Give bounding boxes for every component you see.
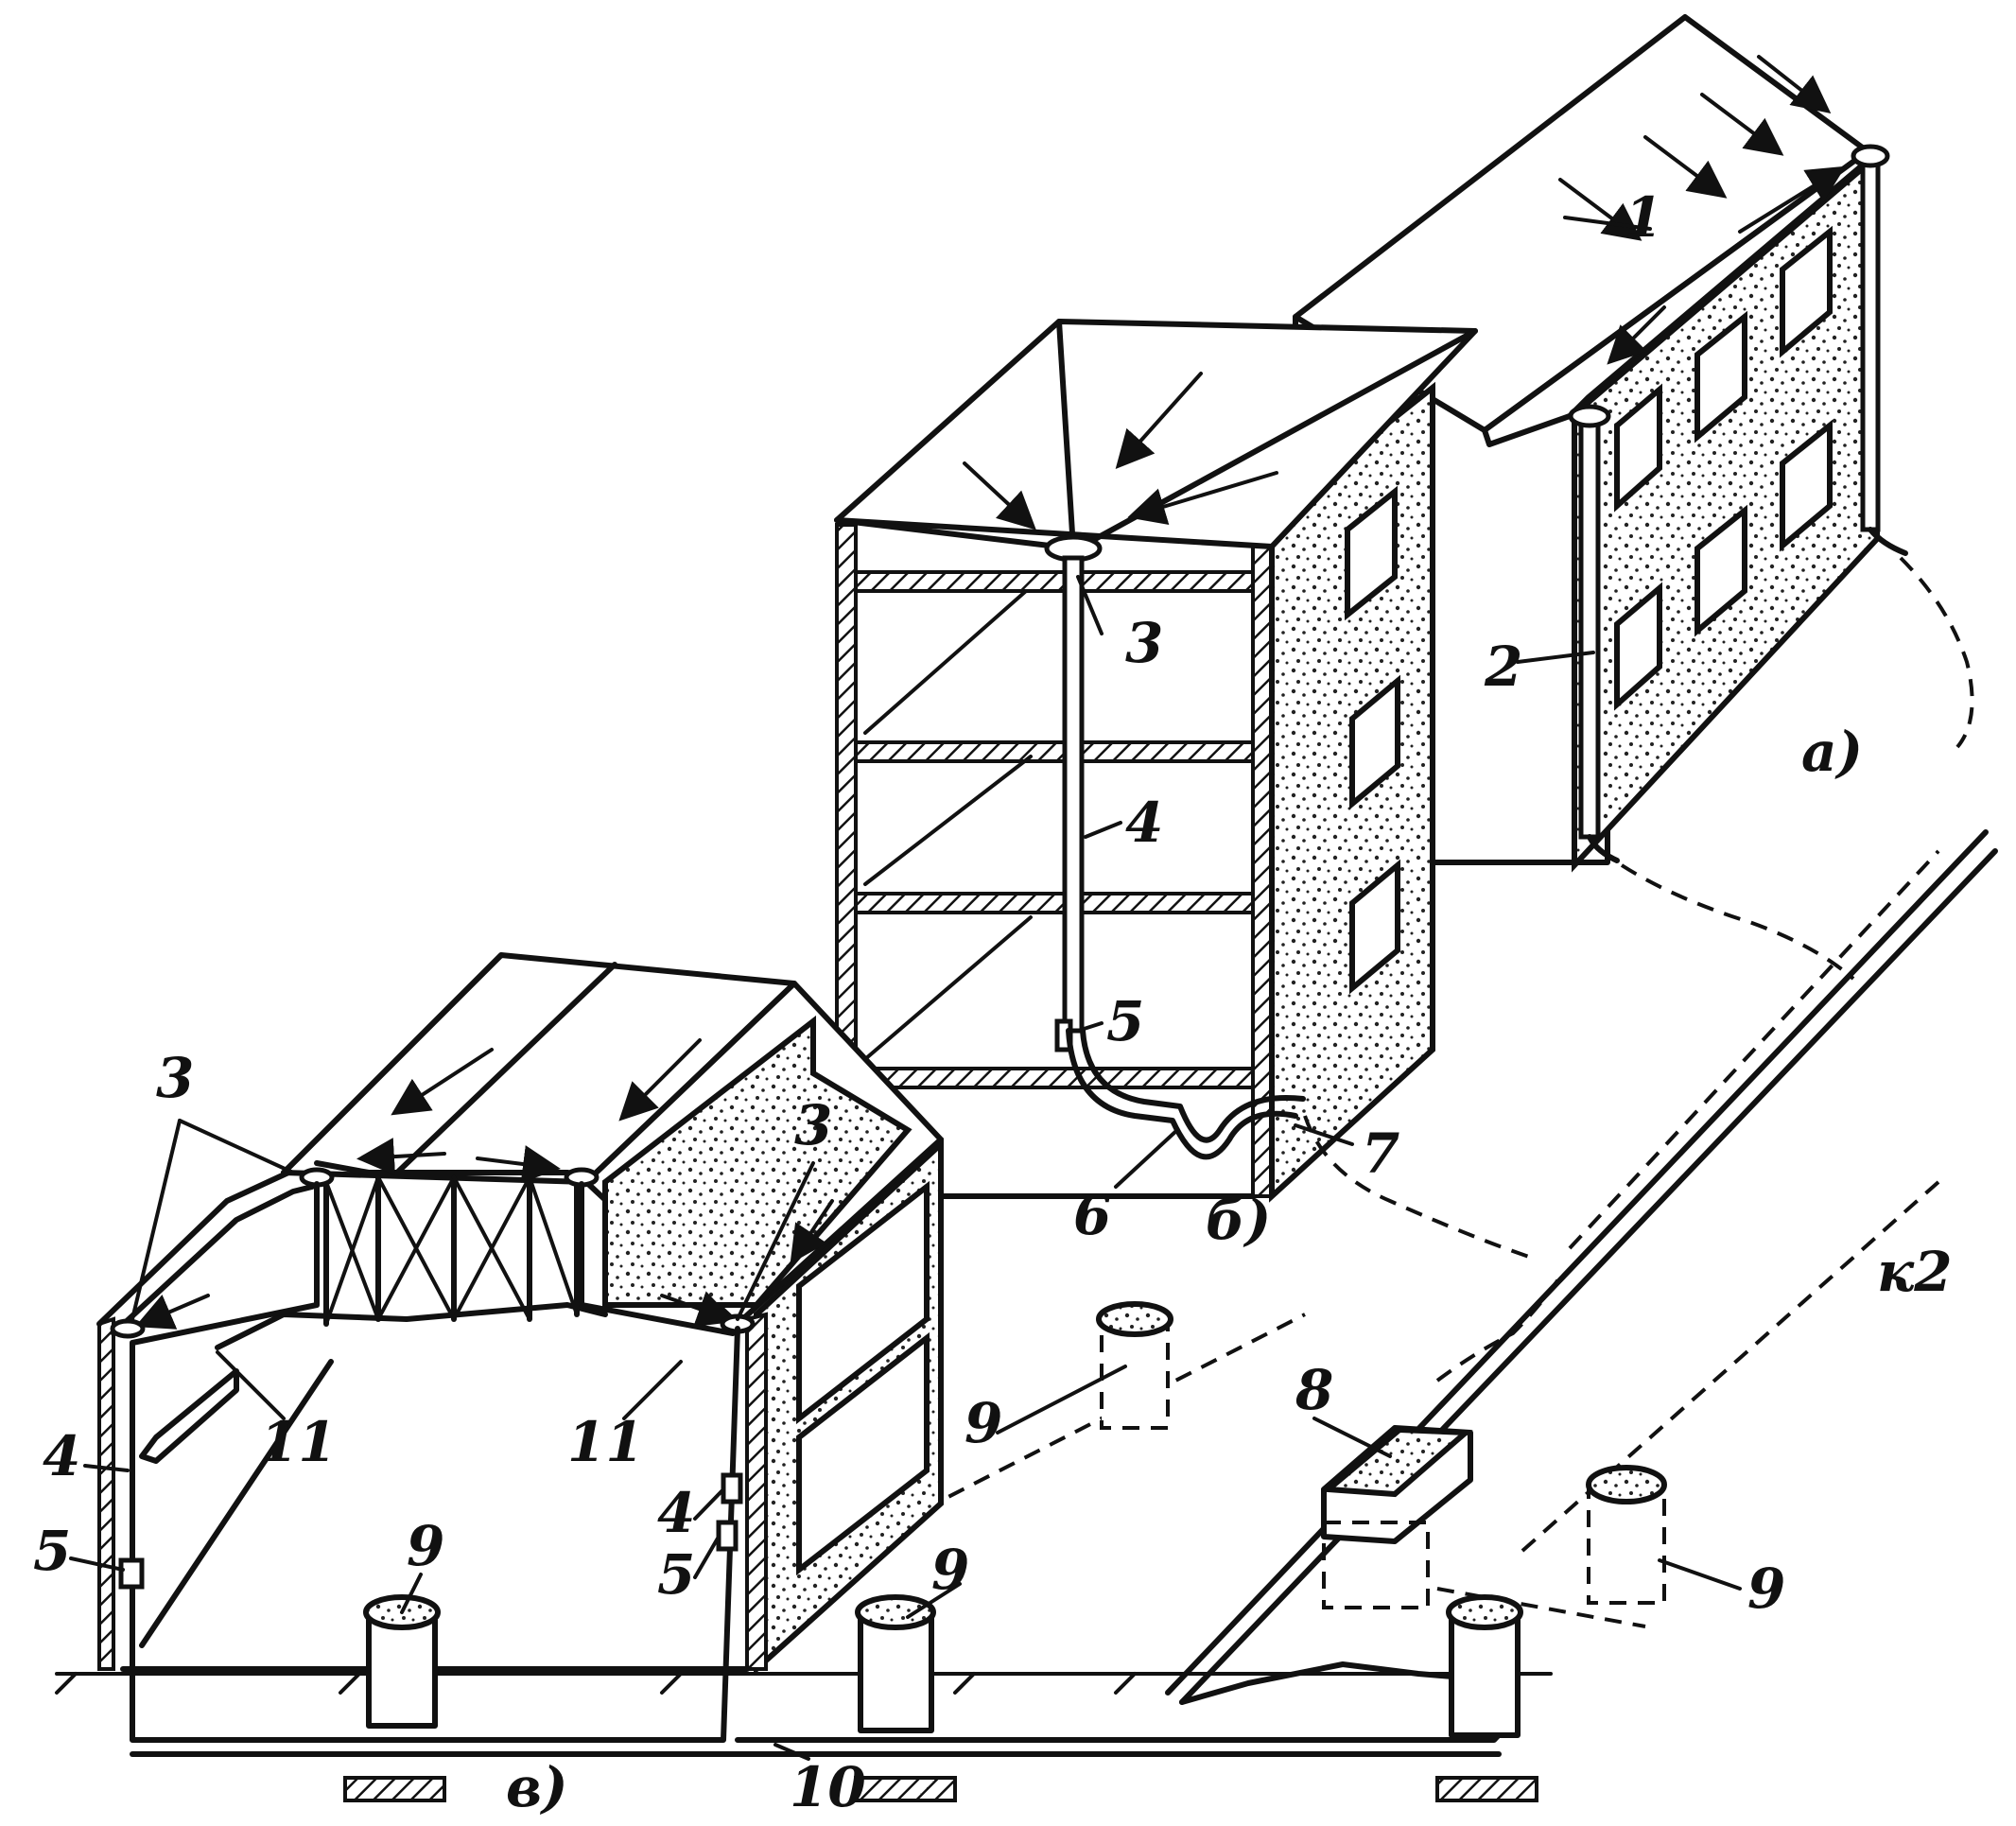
label-9-d: 9 <box>1747 1556 1785 1621</box>
building-b-roof-arrows <box>963 372 1278 530</box>
building-b-outlet-flow <box>1303 1115 1533 1260</box>
label-9-a: 9 <box>407 1514 444 1578</box>
building-v-outlet-pipe <box>735 1695 1521 1743</box>
building-v-parapet <box>602 1015 912 1308</box>
building-b-riser <box>1062 555 1085 1034</box>
manhole-2 <box>855 1594 936 1733</box>
manholes <box>363 1301 1667 1738</box>
building-v-internal-pipe-right <box>579 1181 736 1336</box>
gully-5 <box>1586 1465 1667 1605</box>
label-5-v-left: 5 <box>33 1519 71 1583</box>
label-8: 8 <box>1295 1358 1333 1422</box>
tray-water-stream-upper <box>1568 849 1940 1250</box>
curb-line <box>1179 848 1998 1705</box>
manhole-1 <box>363 1594 441 1729</box>
label-part-b: б) <box>1206 1188 1271 1252</box>
label-part-v: в) <box>506 1755 568 1819</box>
building-v-floor-line-left <box>139 1359 334 1648</box>
storm-inlet-8 <box>1321 1425 1473 1609</box>
label-1: 1 <box>1625 185 1662 250</box>
label-2: 2 <box>1484 635 1522 699</box>
foundation-2 <box>854 1776 957 1802</box>
building-a-water-splash-right <box>1899 556 1974 749</box>
label-11-right: 11 <box>567 1410 644 1474</box>
building-b-slab-2 <box>854 740 1255 763</box>
label-4-v-left: 4 <box>43 1424 80 1488</box>
building-v-left-wall <box>97 1316 115 1671</box>
label-7: 7 <box>1362 1122 1399 1186</box>
label-9-c: 9 <box>931 1538 969 1602</box>
building-b-slab-1 <box>854 570 1255 593</box>
label-part-a: а) <box>1801 720 1863 784</box>
building-a-downpipe-outlet-right <box>1868 527 1908 556</box>
building-v-roof-arrows <box>134 1038 834 1330</box>
label-4-v-right: 4 <box>657 1481 695 1545</box>
label-6: 6 <box>1073 1183 1111 1247</box>
building-v-internal-pipe-left <box>130 1181 740 1743</box>
building-a-gutter-funnel-left <box>1568 404 1611 428</box>
label-11-left: 11 <box>260 1410 337 1474</box>
foundation-3 <box>1435 1776 1538 1802</box>
building-v-cleanout-right <box>721 1472 743 1504</box>
building-v-truss <box>215 1160 608 1350</box>
building-a-gutter-funnel-right <box>1851 144 1890 168</box>
label-3-v-left: 3 <box>156 1046 194 1110</box>
tray-water-stream <box>1435 1275 1562 1383</box>
label-3-v-right: 3 <box>794 1093 832 1157</box>
building-b-slab-4 <box>854 1067 1255 1089</box>
label-k2: к2 <box>1877 1240 1953 1304</box>
label-10: 10 <box>790 1755 866 1819</box>
building-a-downpipe-left <box>1578 413 1601 840</box>
building-v-windows <box>796 1180 930 1576</box>
foundation-1 <box>343 1776 446 1802</box>
k2-sewer-line <box>1521 1180 1940 1553</box>
street-edge-line <box>1165 829 1989 1696</box>
label-5-v-right: 5 <box>657 1542 695 1607</box>
label-4-b: 4 <box>1125 791 1163 855</box>
label-5-b: 5 <box>1106 989 1144 1053</box>
label-3-b: 3 <box>1125 611 1163 675</box>
gully-4 <box>1096 1301 1173 1430</box>
building-v-right-wall <box>745 1312 768 1671</box>
leader-lines <box>69 216 1742 1761</box>
building-a-water-splash-left <box>1620 863 1855 981</box>
building-v <box>55 952 1553 1802</box>
ground-hatching <box>55 1672 1137 1695</box>
building-b <box>834 319 1533 1260</box>
building-b-outlet-pipe <box>1066 1028 1298 1160</box>
building-a-windows <box>1614 225 1833 711</box>
building-b-outlet-pipe-inner <box>1080 1028 1306 1143</box>
labels: 1 2 а) 3 4 5 6 7 б) 8 к2 9 9 9 9 3 3 11 … <box>33 185 1953 1819</box>
building-v-valve-right <box>716 1520 739 1552</box>
building-v-cleanout-left <box>118 1557 145 1590</box>
label-9-b: 9 <box>965 1391 1002 1455</box>
building-v-funnel-3 <box>110 1318 146 1339</box>
building-b-slab-3 <box>854 892 1255 914</box>
building-v-crane-beam <box>139 1368 239 1464</box>
building-b-windows <box>1345 485 1400 995</box>
building-a-downpipe-right <box>1860 158 1881 532</box>
building-a-downpipe-outlet-left <box>1587 834 1620 863</box>
road-surface-edge <box>1179 1661 1478 1705</box>
sewer-connector <box>1436 1587 1646 1628</box>
manhole-3 <box>1446 1594 1523 1738</box>
